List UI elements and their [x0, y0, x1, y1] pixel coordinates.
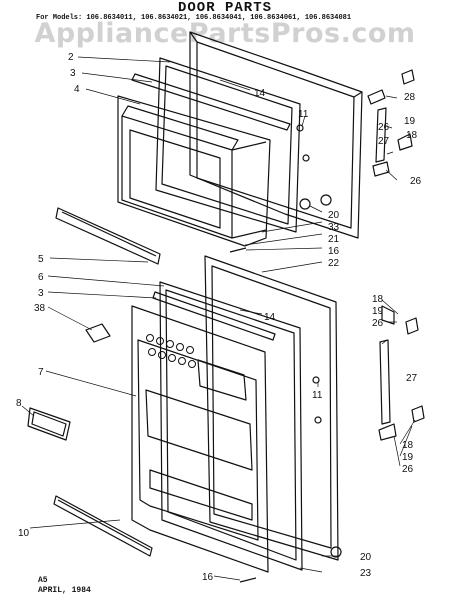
callout-labels: 2 3 4 14 11 28 26 19 27 18 26 20 33 21 1… — [16, 52, 422, 583]
callout: 26 — [372, 318, 384, 329]
callout: 33 — [328, 222, 340, 233]
callout: 28 — [404, 92, 416, 103]
breaker-strip-bottom — [152, 291, 276, 341]
callout: 8 — [16, 398, 22, 409]
callout: 11 — [312, 390, 323, 401]
callout: 22 — [328, 258, 340, 269]
callout: 10 — [18, 528, 30, 539]
screw-16-top — [229, 247, 247, 253]
callout: 19 — [404, 116, 416, 127]
callout: 18 — [372, 294, 384, 305]
freezer-door-panel — [189, 31, 363, 239]
shelf-8 — [27, 407, 71, 441]
callout: 20 — [360, 552, 372, 563]
callout: 3 — [38, 288, 44, 299]
callout: 3 — [70, 68, 76, 79]
callout: 26 — [378, 122, 390, 133]
callout: 26 — [402, 464, 414, 475]
trim-strip-5 — [55, 207, 161, 265]
freezer-door-liner — [117, 95, 271, 247]
callout: 16 — [328, 246, 340, 257]
callout: 16 — [202, 572, 214, 583]
freezer-hinge-hardware — [296, 69, 415, 210]
model-list: For Models: 106.8634011, 106.8634021, 10… — [36, 14, 352, 22]
fresh-food-door-liner — [131, 305, 269, 573]
diagram-title: DOOR PARTS — [177, 0, 272, 16]
footer-code: A5 — [38, 576, 48, 585]
callout: 18 — [406, 130, 418, 141]
callout: 2 — [68, 52, 74, 63]
callout: 4 — [74, 84, 80, 95]
trim-strip-10 — [53, 495, 153, 557]
clip-38 — [85, 323, 111, 343]
callout: 19 — [372, 306, 384, 317]
callout: 38 — [34, 303, 46, 314]
breaker-strip-top — [131, 73, 291, 131]
callout: 6 — [38, 272, 44, 283]
callout: 26 — [410, 176, 422, 187]
callout: 7 — [38, 367, 44, 378]
freezer-gasket — [155, 57, 301, 233]
callout: 5 — [38, 254, 44, 265]
callout: 14 — [264, 312, 276, 323]
dairy-door-detail — [146, 334, 196, 368]
callout: 14 — [254, 88, 266, 99]
callout: 18 — [402, 440, 414, 451]
callout: 19 — [402, 452, 414, 463]
footer-date: APRIL, 1984 — [38, 586, 91, 595]
callout: 27 — [378, 136, 390, 147]
callout: 11 — [298, 109, 309, 120]
callout: 23 — [360, 568, 372, 579]
fresh-food-hinge-hardware — [239, 305, 425, 583]
fresh-food-door-panel — [204, 255, 339, 561]
callout: 20 — [328, 210, 340, 221]
callout: 21 — [328, 234, 340, 245]
leader-lines — [21, 56, 416, 581]
callout: 27 — [406, 373, 418, 384]
